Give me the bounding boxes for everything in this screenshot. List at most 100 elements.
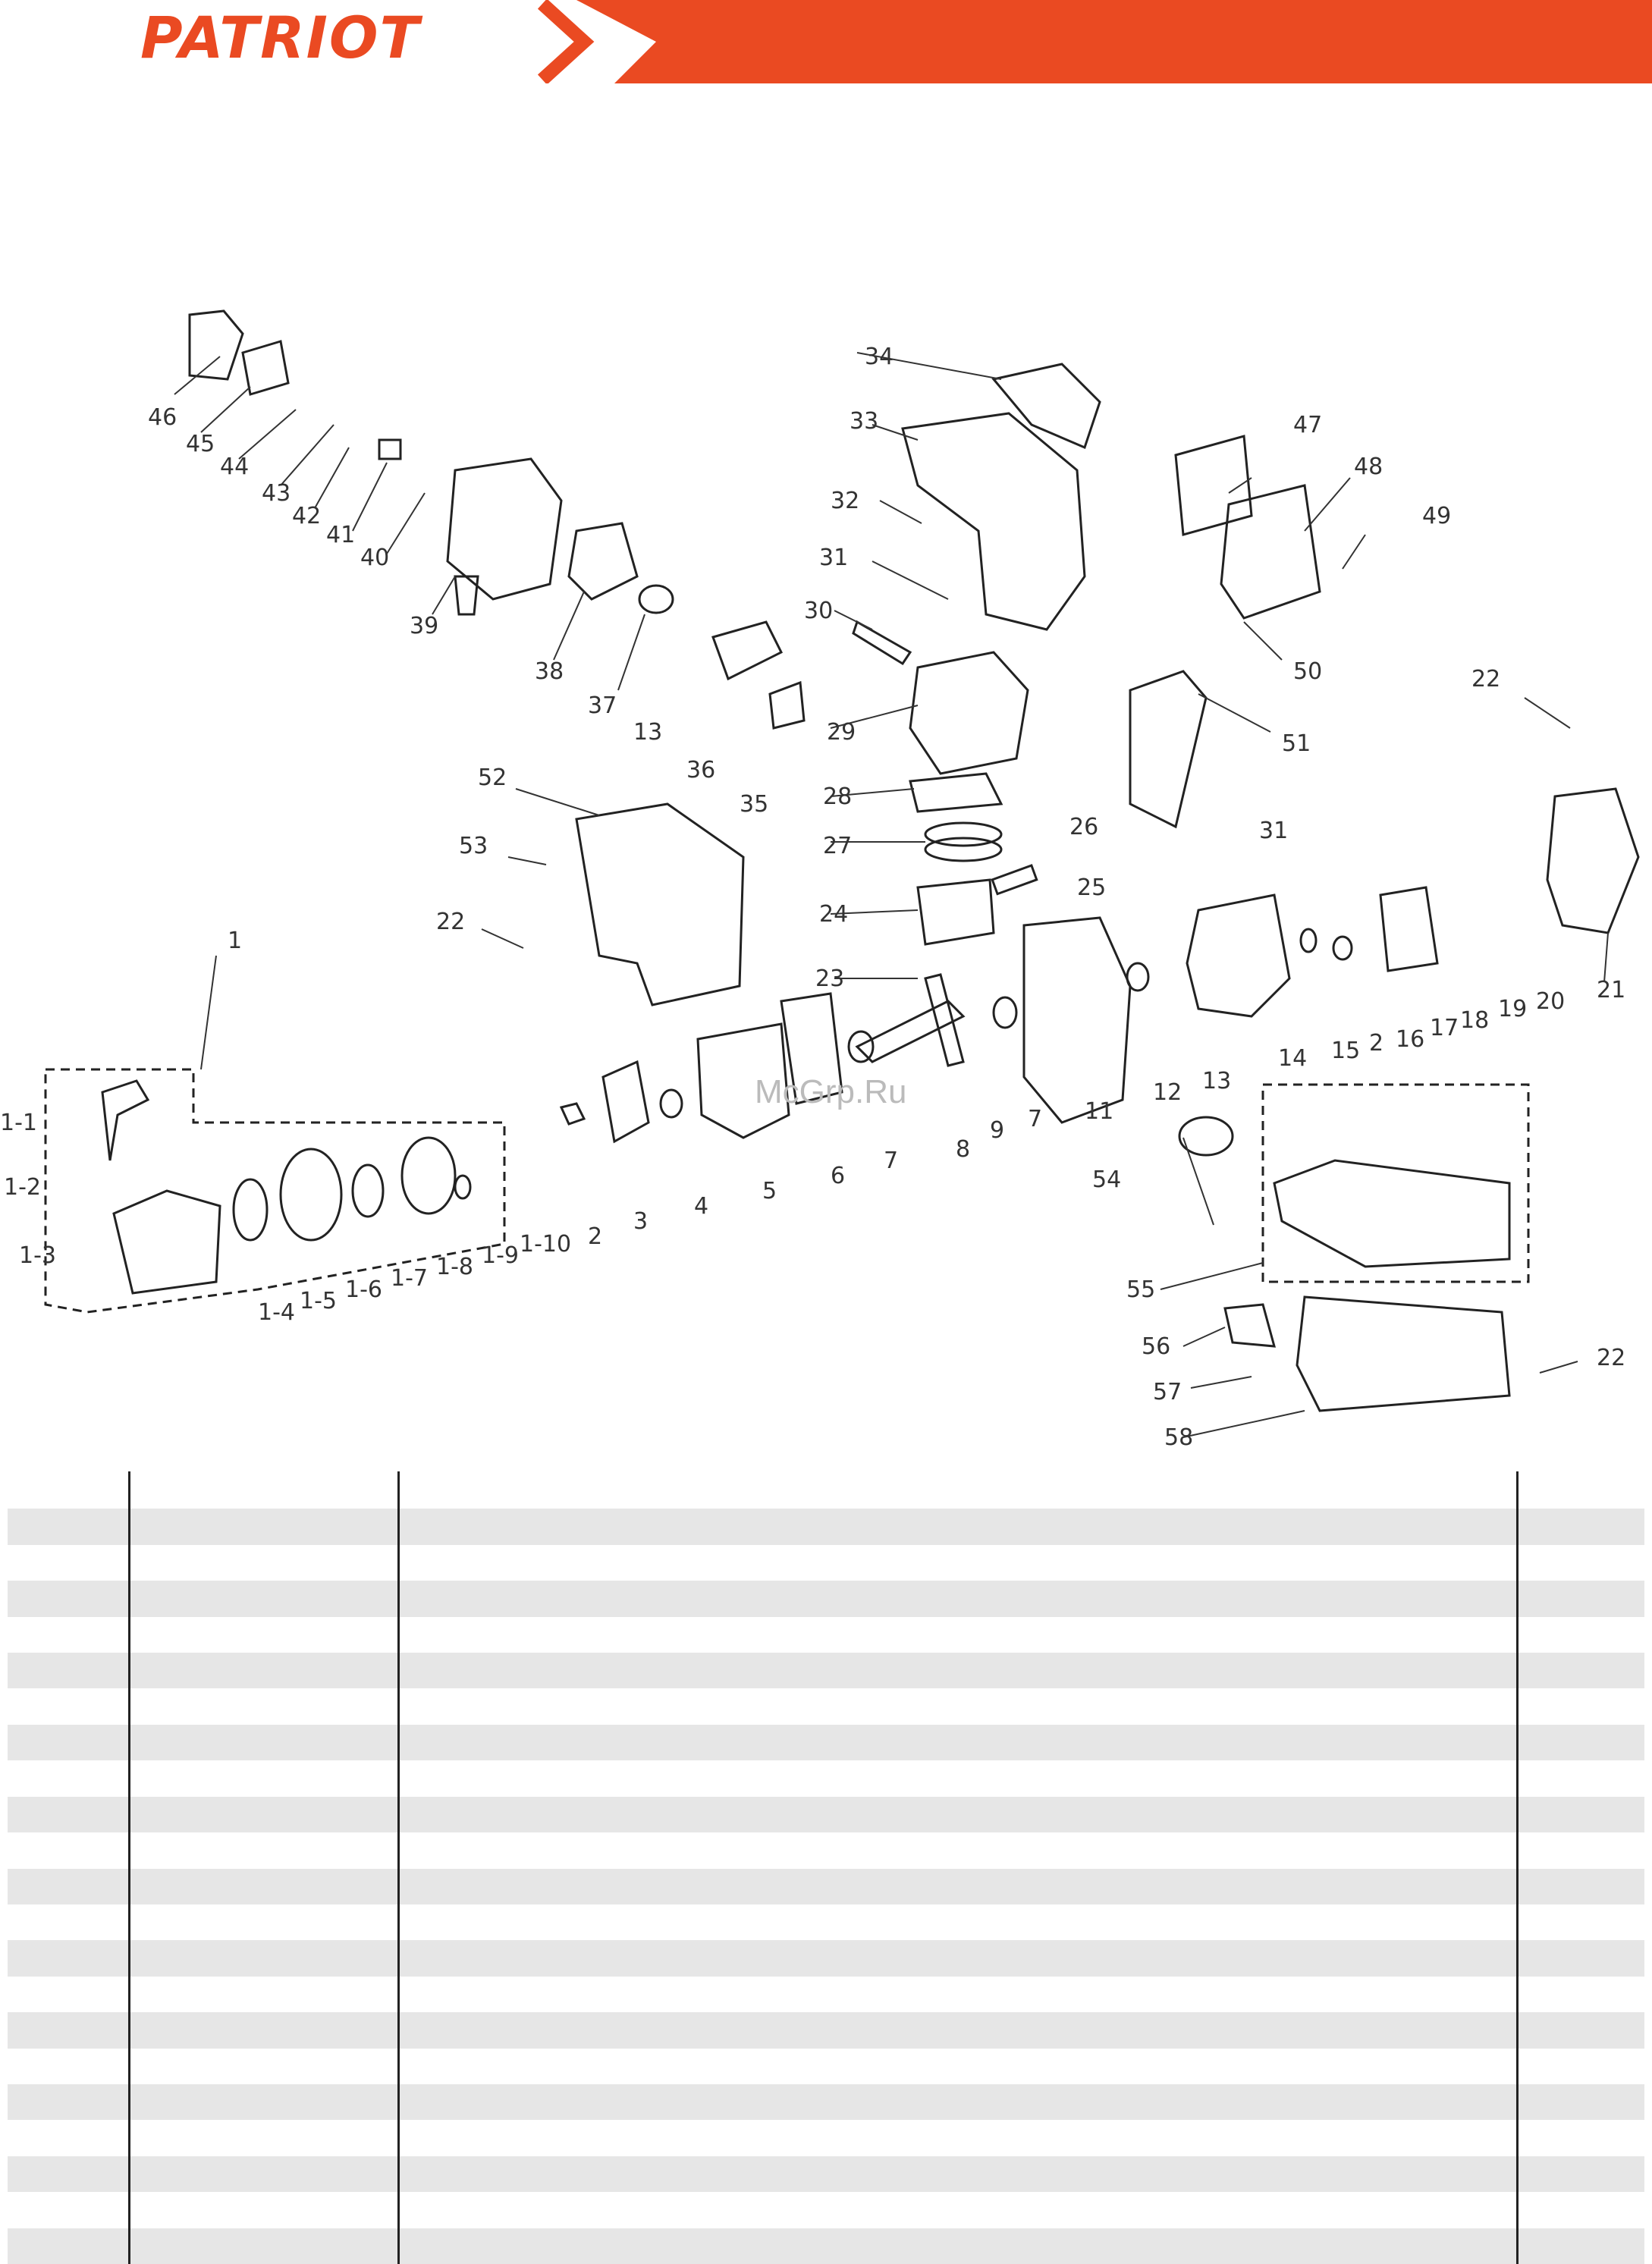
cylinder-gasket (909, 772, 1003, 813)
header: PATRIOT (0, 0, 1652, 83)
seal (659, 1088, 683, 1119)
callout-8: 8 (956, 1136, 970, 1163)
callout-28: 28 (823, 783, 852, 810)
leader-lines (174, 352, 1609, 1438)
crankcase-right (1022, 916, 1132, 1124)
callout-13: 13 (1202, 1068, 1231, 1094)
callout-41: 41 (326, 522, 355, 548)
callout-53: 53 (459, 833, 488, 859)
callout-54: 54 (1092, 1167, 1121, 1193)
callout-7: 7 (884, 1148, 898, 1174)
table-row (8, 2228, 1644, 2264)
callout-22: 22 (436, 909, 465, 935)
table-row (8, 1760, 1644, 1797)
flywheel (1186, 893, 1291, 1018)
callout-56: 56 (1142, 1333, 1170, 1360)
fuel-tank (1273, 1159, 1511, 1268)
callout-38: 38 (535, 658, 564, 685)
table-row (8, 2012, 1644, 2049)
callout-39: 39 (410, 613, 438, 639)
callout-1-8: 1-8 (436, 1254, 473, 1280)
watermark: McGrp.Ru (755, 1073, 907, 1110)
table-row (8, 1581, 1644, 1617)
washer (454, 1174, 472, 1200)
bracket (1223, 1303, 1277, 1348)
piston-ring (924, 837, 1003, 862)
callout-43: 43 (262, 480, 291, 507)
callout-52: 52 (478, 765, 507, 791)
crankcase-left (696, 1022, 790, 1139)
table-row (8, 1544, 1644, 1581)
callout-1: 1 (228, 928, 242, 954)
parts-list-table (8, 1471, 1644, 2264)
carburetor (567, 522, 639, 601)
fuel-tank-group-frame (1261, 1083, 1530, 1283)
cylinder (909, 651, 1029, 775)
callout-26: 26 (1069, 814, 1098, 840)
callout-50: 50 (1293, 658, 1322, 685)
brand-logo: PATRIOT (140, 4, 421, 71)
table-row (8, 1796, 1644, 1833)
air-filter-housing (446, 457, 563, 601)
callout-48: 48 (1354, 454, 1383, 480)
callout-31: 31 (1259, 818, 1288, 844)
crankshaft (855, 1000, 966, 1063)
table-row (8, 1904, 1644, 1941)
callout-40: 40 (360, 545, 389, 571)
fuel-cap (1178, 1116, 1234, 1157)
callout-18: 18 (1460, 1007, 1489, 1034)
callout-2: 2 (588, 1223, 602, 1250)
muffler-gasket (768, 680, 806, 730)
muffler (1220, 484, 1321, 620)
seal (1126, 962, 1150, 992)
starter-spring (232, 1178, 269, 1242)
callout-1-5: 1-5 (300, 1288, 337, 1314)
callout-1-9: 1-9 (482, 1242, 519, 1269)
callout-57: 57 (1153, 1379, 1182, 1405)
washer (1332, 935, 1353, 961)
carb-gasket (638, 584, 674, 614)
spark-plug (852, 620, 912, 666)
table-row (8, 1653, 1644, 1689)
callout-14: 14 (1278, 1045, 1307, 1072)
callout-34: 34 (865, 344, 894, 370)
callout-1-7: 1-7 (391, 1265, 428, 1292)
table-header-row (8, 1471, 1644, 1509)
table-row (8, 1868, 1644, 1904)
starter-handle (101, 1079, 150, 1161)
washer (1299, 928, 1318, 953)
table-row (8, 1509, 1644, 1545)
starter-housing (112, 1189, 221, 1295)
callout-44: 44 (220, 454, 249, 480)
brand-bar (537, 0, 1652, 83)
callout-11: 11 (1085, 1098, 1113, 1125)
connecting-rod (924, 973, 965, 1067)
callout-20: 20 (1536, 988, 1565, 1015)
callout-4: 4 (694, 1193, 708, 1220)
callout-30: 30 (804, 598, 833, 624)
callout-37: 37 (588, 692, 617, 719)
piston-pin (991, 864, 1038, 896)
callout-21: 21 (1597, 977, 1625, 1003)
starter-pulley (279, 1148, 343, 1242)
callout-6: 6 (831, 1163, 845, 1189)
callout-45: 45 (186, 431, 215, 457)
clutch (1379, 886, 1439, 972)
callout-13: 13 (633, 719, 662, 746)
callout-19: 19 (1498, 996, 1527, 1022)
exploded-parts-diagram: 46 45 44 43 42 41 40 39 38 37 13 36 35 3… (0, 309, 1640, 1451)
crankcase-gasket (780, 992, 843, 1105)
callout-35: 35 (740, 791, 768, 818)
nut (559, 1102, 586, 1126)
table-row (8, 2156, 1644, 2193)
table-row (8, 2083, 1644, 2121)
piston (916, 878, 995, 946)
callout-32: 32 (831, 488, 859, 514)
piston-ring (924, 821, 1003, 847)
shroud-cap (991, 363, 1101, 450)
air-filter-element (241, 340, 290, 396)
callout-1-10: 1-10 (520, 1231, 571, 1258)
ignition-coil (1129, 670, 1208, 829)
bearing (992, 996, 1018, 1029)
callout-24: 24 (819, 901, 848, 928)
